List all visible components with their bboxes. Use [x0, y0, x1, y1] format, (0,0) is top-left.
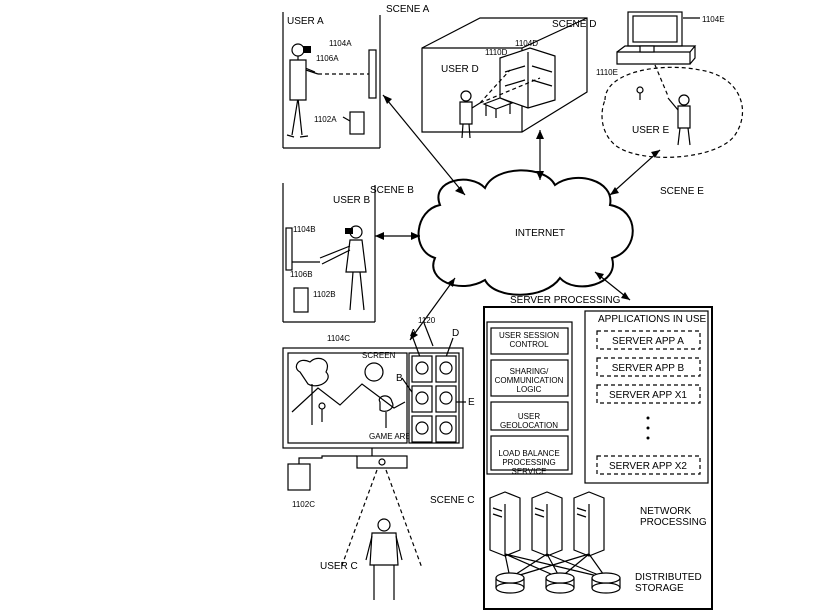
server-title: SERVER PROCESSING — [510, 295, 621, 306]
user-a-label: USER A — [287, 16, 324, 27]
user-c-figure — [365, 518, 403, 600]
ref-1106b: 1106B — [290, 270, 313, 279]
display-1104a — [368, 49, 377, 99]
scene-d-title: SCENE D — [552, 19, 596, 30]
ref-1104d: 1104D — [515, 39, 538, 48]
services-column — [486, 321, 573, 475]
app-x2-label: SERVER APP X2 — [609, 461, 687, 472]
scene-a: SCENE A USER A 1104A 1106A 1102A — [282, 4, 430, 149]
server-box — [483, 306, 713, 610]
ref-1102b: 1102B — [313, 290, 336, 299]
apps-title: APPLICATIONS IN USE — [598, 314, 707, 325]
camera-bar — [356, 455, 408, 469]
app-a — [596, 330, 701, 350]
console-1102b — [293, 287, 309, 313]
ref-1110d: 1110D — [485, 48, 508, 57]
scene-a-title: SCENE A — [386, 4, 430, 15]
internet-cloud: INTERNET — [417, 169, 634, 296]
user-a-figure — [286, 43, 369, 138]
app-x2 — [596, 455, 701, 475]
panel-letter-e: E — [468, 397, 475, 408]
screen-label: SCREEN — [362, 351, 396, 360]
panel-letter-b: B — [396, 373, 403, 384]
service-sharing — [490, 359, 569, 397]
scene-b: SCENE B USER B 1104B 1106B 1102B — [282, 183, 414, 323]
service-geolocation — [490, 401, 569, 431]
console-1102a — [349, 111, 365, 135]
scene-e: SCENE E USER E 1104E 1110E — [596, 11, 744, 197]
ref-1110e: 1110E — [596, 68, 618, 77]
service-load-balance — [490, 435, 569, 471]
ref-1104e: 1104E — [702, 15, 725, 24]
internet-label: INTERNET — [515, 228, 565, 239]
scene-c: 1104C 1120 SCREEN GAME AREA A D B E — [282, 316, 475, 600]
ref-1104c: 1104C — [327, 334, 350, 343]
app-x1 — [596, 384, 701, 404]
ref-1106a: 1106A — [316, 54, 339, 63]
connection-arrows — [375, 94, 661, 341]
display-1104b — [285, 227, 293, 271]
ref-1102c: 1102C — [292, 500, 315, 509]
panel-letter-a: A — [410, 328, 417, 339]
app-b — [596, 357, 701, 377]
server-towers — [489, 491, 605, 557]
link-scene-a — [382, 94, 466, 196]
game-area-label: GAME AREA — [369, 432, 417, 441]
apps-column — [584, 310, 709, 484]
scene-d: SCENE D USER D 1110D 1104D — [421, 17, 596, 139]
app-b-label: SERVER APP B — [612, 363, 685, 374]
participant-faces — [411, 355, 457, 443]
console-1102c — [287, 463, 311, 491]
user-e-label: USER E — [632, 125, 670, 136]
storage-disks — [495, 572, 621, 594]
user-d-label: USER D — [441, 64, 479, 75]
scene-b-title: SCENE B — [370, 185, 414, 196]
scene-e-title: SCENE E — [660, 186, 704, 197]
app-x1-label: SERVER APP X1 — [609, 390, 687, 401]
ref-1104b: 1104B — [293, 225, 316, 234]
scene-c-title: SCENE C — [430, 495, 474, 506]
link-scene-c — [409, 277, 456, 341]
user-b-figure — [292, 225, 367, 311]
ref-1102a: 1102A — [314, 115, 337, 124]
service-user-session — [490, 327, 569, 355]
app-a-label: SERVER APP A — [612, 336, 684, 347]
user-d-figure — [459, 69, 541, 139]
user-e-figure — [654, 64, 691, 146]
user-c-label: USER C — [320, 561, 358, 572]
ref-1104a: 1104A — [329, 39, 352, 48]
panel-letter-d: D — [452, 328, 459, 339]
link-scene-e — [609, 149, 661, 196]
user-b-label: USER B — [333, 195, 371, 206]
ref-1120: 1120 — [418, 316, 436, 325]
